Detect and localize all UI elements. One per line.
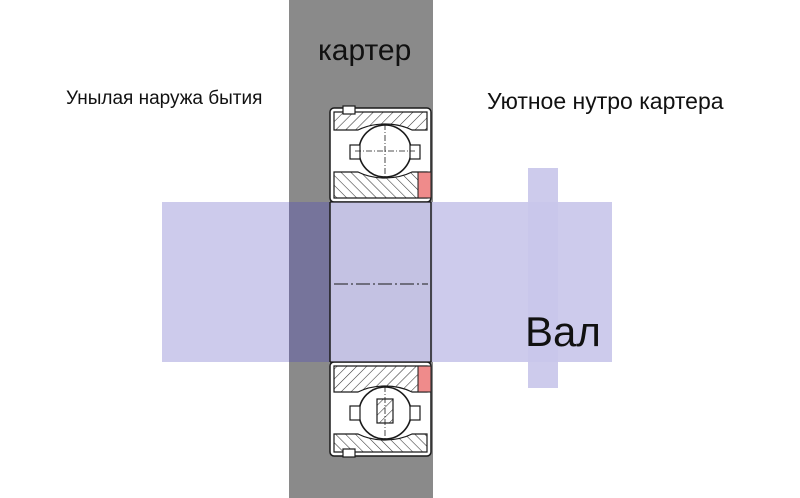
shaft-step <box>528 168 558 388</box>
bearing-top <box>329 105 432 203</box>
shaft-housing-overlap <box>289 202 330 362</box>
bearing-bottom <box>329 361 432 458</box>
housing-label: картер <box>318 34 412 67</box>
inside-label: Уютное нутро картера <box>487 88 724 114</box>
outside-label: Унылая наружа бытия <box>66 88 263 109</box>
shaft-label: Вал <box>525 308 601 355</box>
